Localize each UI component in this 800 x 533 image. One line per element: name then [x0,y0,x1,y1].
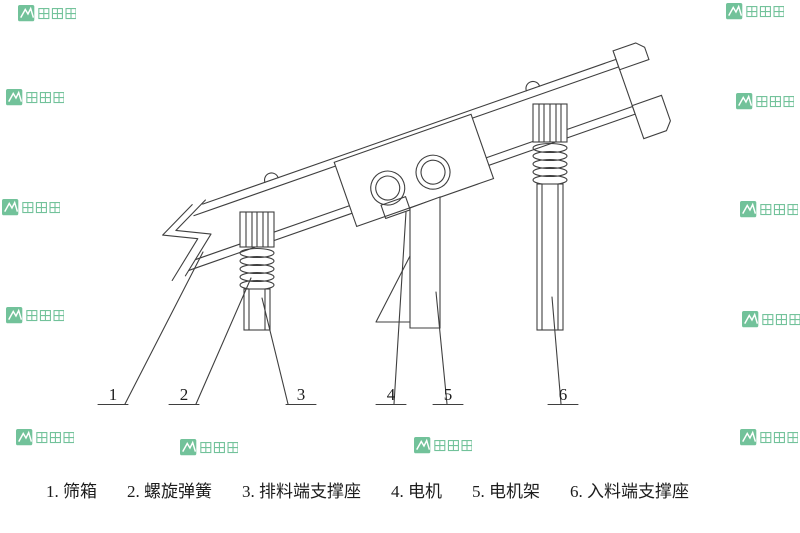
end-cap-top [612,42,650,71]
support-column [243,288,271,331]
discharge-support [239,211,275,331]
watermark-logo-icon [6,88,64,106]
legend-item-3: 3. 排料端支撑座 [242,482,361,501]
break-line [175,199,212,277]
watermark-logo-icon [740,428,798,446]
legend-item-4: 4. 电机 [391,482,442,501]
legend-item-2: 2. 螺旋弹簧 [127,482,212,501]
break-line [162,204,199,282]
watermark-logo-icon [180,438,238,456]
parts-legend: 1. 筛箱 2. 螺旋弹簧 3. 排料端支撑座 4. 电机 5. 电机架 6. … [46,477,689,502]
end-cap-bottom [631,94,671,140]
screen-box [162,42,671,282]
watermark-logo-icon [16,428,74,446]
lug-icon [525,80,541,92]
watermark-logo-icon [736,92,794,110]
part-number-6: 6 [559,385,568,404]
motor-frame-gusset [375,255,411,323]
watermark-logo-icon [414,436,472,454]
coil-spring [239,247,275,291]
coil-spring [532,142,568,186]
feed-support [532,103,568,331]
legend-item-1: 1. 筛箱 [46,482,97,501]
watermark-layer [2,2,800,456]
leader-lines [97,211,579,406]
callout-numbers: 1 2 3 4 5 6 [109,385,568,404]
part-number-2: 2 [180,385,189,404]
support-column [536,183,564,331]
legend-item-6: 6. 入料端支撑座 [570,482,689,501]
watermark-logo-icon [742,310,800,328]
part-number-1: 1 [109,385,118,404]
part-number-4: 4 [387,385,396,404]
watermark-logo-icon [6,306,64,324]
watermark-logo-icon [740,200,798,218]
watermark-logo-icon [726,2,784,20]
part-number-3: 3 [297,385,306,404]
watermark-logo-icon [2,198,60,216]
motor-frame-column [409,196,441,329]
part-number-5: 5 [444,385,453,404]
legend-item-5: 5. 电机架 [472,482,540,501]
lug-icon [263,172,279,183]
watermark-logo-icon [18,4,76,22]
